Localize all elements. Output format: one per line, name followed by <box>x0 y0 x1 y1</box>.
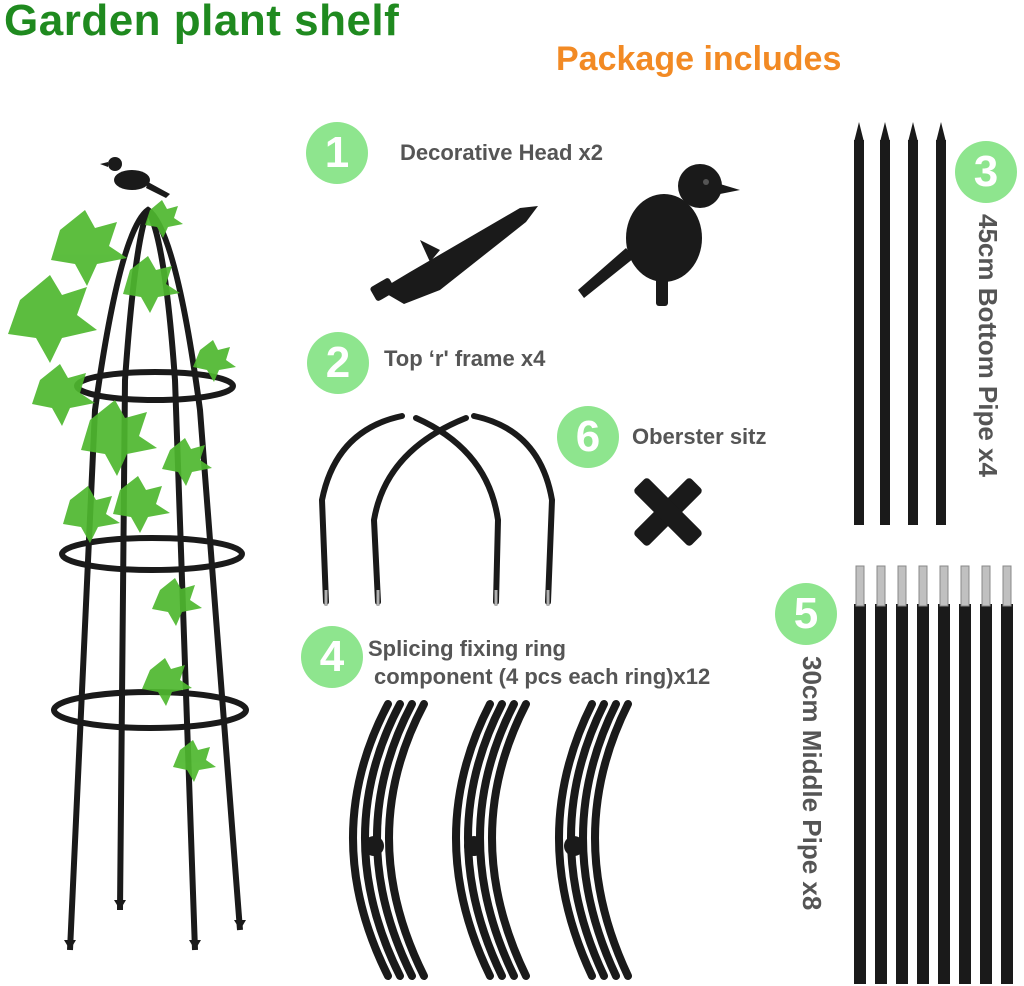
item-3-label: 45cm Bottom Pipe x4 <box>973 214 1003 477</box>
item-6-number-badge: 6 <box>557 406 619 468</box>
item-4-number-badge: 4 <box>301 626 363 688</box>
package-subtitle: Package includes <box>556 40 842 78</box>
item-3-number-badge: 3 <box>955 141 1017 203</box>
item-4-label-line2: component (4 pcs each ring)x12 <box>374 664 711 689</box>
item-1-number-badge: 1 <box>306 122 368 184</box>
top-seat-part <box>634 478 702 546</box>
bottom-pipes-parts <box>854 122 946 525</box>
trellis-bird-topper <box>100 157 170 198</box>
item-6-label: Oberster sitz <box>632 424 767 449</box>
spear-head-part <box>370 206 538 304</box>
item-2-number-badge: 2 <box>307 332 369 394</box>
page-title: Garden plant shelf <box>4 0 400 45</box>
item-5-number-badge: 5 <box>775 583 837 645</box>
item-1-label: Decorative Head x2 <box>400 140 603 165</box>
assembled-trellis-image <box>8 157 249 951</box>
middle-pipes-parts <box>854 565 1013 984</box>
top-frame-parts <box>318 413 556 606</box>
item-5-label: 30cm Middle Pipe x8 <box>797 656 827 911</box>
bird-head-part <box>578 164 740 306</box>
item-4-label-line1: Splicing fixing ring <box>368 636 566 661</box>
ring-component-parts <box>349 700 632 980</box>
item-2-label: Top ‘r' frame x4 <box>384 346 546 371</box>
